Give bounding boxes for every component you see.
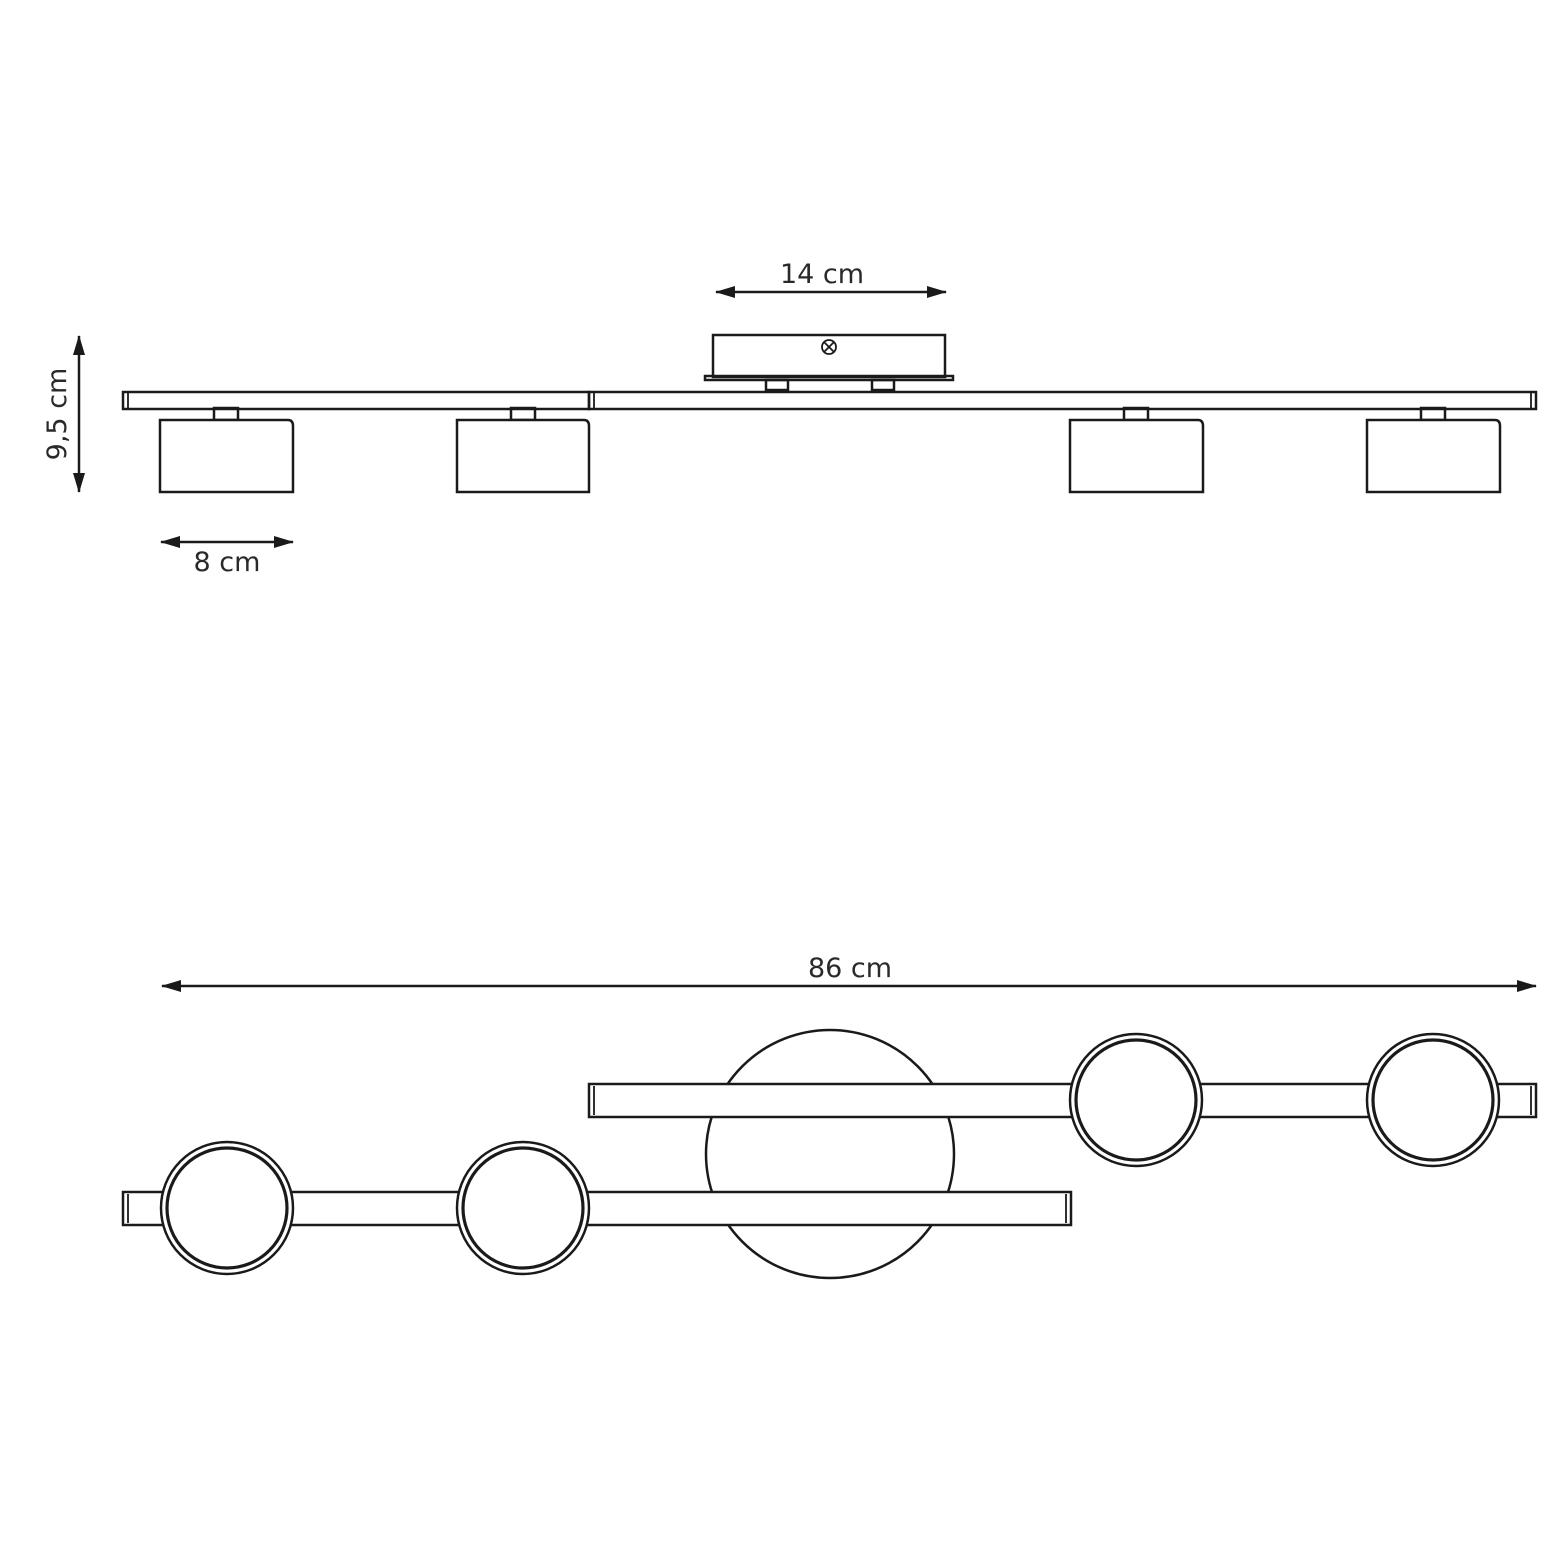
dimension-label-base-width: 14 cm xyxy=(780,259,864,290)
base-plate xyxy=(703,374,955,382)
dimension-total-length: 86 cm xyxy=(161,953,1537,992)
spot-side-3 xyxy=(1068,406,1205,494)
base-foot-right xyxy=(870,378,896,392)
base-foot-left xyxy=(764,378,790,392)
side-bar-right xyxy=(587,390,1538,411)
round-base xyxy=(704,1028,956,1280)
screw-icon xyxy=(821,339,837,355)
spot-top-2 xyxy=(455,1140,591,1276)
dimension-height: 9,5 cm xyxy=(42,335,85,493)
spot-top-4 xyxy=(1365,1032,1501,1168)
dimension-base-width: 14 cm xyxy=(715,259,947,298)
spot-side-2 xyxy=(455,406,591,494)
ceiling-base xyxy=(703,333,955,392)
side-view xyxy=(121,333,1538,494)
base-body xyxy=(711,333,947,379)
spot-side-4 xyxy=(1365,406,1502,494)
spot-top-3 xyxy=(1068,1032,1204,1168)
side-bar-left xyxy=(121,390,591,411)
spot-side-1 xyxy=(158,406,295,494)
dimension-label-total-length: 86 cm xyxy=(808,953,892,984)
dimension-spot-width: 8 cm xyxy=(160,536,294,578)
spot-top-1 xyxy=(159,1140,295,1276)
top-view xyxy=(121,1028,1538,1280)
dimension-label-spot-width: 8 cm xyxy=(194,547,261,578)
dimension-label-height: 9,5 cm xyxy=(42,368,73,461)
